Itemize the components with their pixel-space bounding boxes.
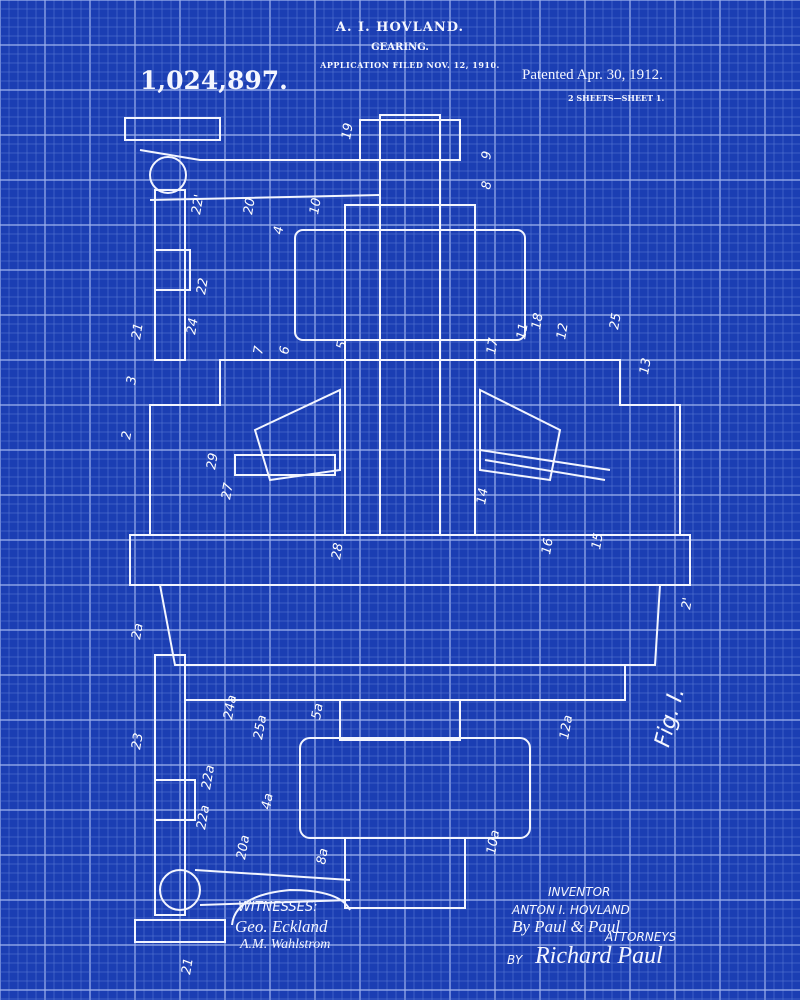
reference-numeral: 21 (179, 957, 197, 976)
reference-numeral: 18 (529, 312, 547, 331)
left-spring-pin (234, 454, 336, 476)
reference-numeral: 9 (479, 150, 495, 161)
ring-gear-body (158, 584, 662, 666)
reference-numeral: 10a (484, 829, 503, 856)
reference-numeral: 17 (484, 336, 502, 356)
reference-numeral: 5a (309, 702, 327, 721)
bottom-bracket (134, 919, 226, 943)
reference-numeral: 13 (637, 357, 655, 376)
reference-numeral: 25a (251, 714, 270, 741)
reference-numeral: 12 (554, 322, 572, 341)
inventor-heading: A. I. HOVLAND. (335, 20, 465, 35)
reference-numeral: 25 (607, 312, 625, 331)
reference-numeral: 8a (314, 847, 332, 866)
by-signature: Richard Paul (535, 943, 663, 969)
top-lever-arm (139, 149, 400, 201)
reference-numeral: 7 (251, 344, 267, 355)
reference-numeral: 24a (221, 694, 240, 721)
reference-numeral: 29 (204, 452, 222, 471)
patent-title: GEARING. (371, 42, 429, 53)
filing-date: APPLICATION FILED NOV. 12, 1910. (320, 60, 500, 70)
witnesses-label: WITNESSES: (238, 900, 318, 915)
lower-shaft (339, 699, 461, 741)
witness-2-signature: A.M. Wahlstrom (240, 937, 331, 952)
ring-gear-base (184, 664, 626, 701)
left-rod-upper (154, 189, 186, 361)
by-label: BY (507, 953, 523, 967)
inventor-name: ANTON I. HOVLAND (512, 903, 630, 917)
attorneys-signature: By Paul & Paul (512, 917, 621, 936)
lower-gear-4a (299, 737, 531, 839)
bottom-lever-arm (194, 869, 351, 906)
reference-numeral: 6 (277, 345, 293, 356)
patent-number: 1,024,897. (140, 66, 288, 95)
reference-numeral: 3 (124, 375, 140, 386)
reference-numeral: 22a (199, 764, 218, 791)
left-clamp-upper (154, 249, 191, 291)
inventor-label: INVENTOR (548, 885, 611, 899)
reference-numeral: 4a (259, 792, 277, 811)
top-bracket (124, 117, 221, 141)
left-clamp-lower (154, 779, 196, 821)
reference-numeral: 4 (271, 225, 287, 236)
reference-numeral: 16 (539, 537, 557, 556)
left-rod-lower (154, 654, 186, 916)
upper-gear-4 (294, 229, 526, 341)
reference-numeral: 20 (241, 197, 259, 216)
reference-numeral: 12a (557, 714, 576, 741)
reference-numeral: 11 (514, 322, 532, 341)
reference-numeral: 28 (329, 542, 347, 561)
reference-numeral: 22 (194, 277, 212, 296)
top-pivot (149, 156, 187, 194)
patented-date: Patented Apr. 30, 1912. (522, 67, 663, 83)
reference-numeral: 8 (479, 180, 495, 191)
reference-numeral: 2' (679, 596, 696, 610)
reference-numeral: 15 (589, 532, 607, 551)
hub-sleeve (344, 204, 476, 536)
reference-numeral: 22' (189, 193, 207, 215)
central-shaft (379, 114, 441, 536)
reference-numeral: 5 (334, 340, 350, 351)
witness-1-signature: Geo. Eckland (235, 917, 328, 936)
reference-numeral: 21 (129, 322, 147, 341)
bottom-pivot (159, 869, 201, 911)
reference-numeral: 23 (129, 732, 147, 751)
bevel-gear-right (479, 388, 562, 482)
housing (149, 359, 681, 536)
reference-numeral: 19 (339, 122, 357, 141)
reference-numeral: 10 (307, 197, 325, 216)
reference-numeral: 2 (119, 430, 135, 441)
bevel-gear-left (253, 388, 341, 482)
witness-bubble (231, 888, 351, 926)
shaft-collar (359, 119, 461, 161)
reference-numeral: 2a (129, 622, 147, 641)
sheet-count: 2 SHEETS—SHEET 1. (568, 93, 665, 103)
lower-hub (344, 837, 466, 909)
ring-gear-teeth (129, 534, 691, 586)
reference-numeral: 20a (234, 834, 253, 861)
reference-numeral: 24 (184, 317, 202, 336)
attorneys-label: ATTORNEYS (605, 930, 677, 944)
reference-numeral: 27 (219, 481, 237, 501)
right-spring (479, 449, 611, 481)
reference-numeral: 14 (474, 487, 492, 506)
reference-numeral: 22a (194, 804, 213, 831)
